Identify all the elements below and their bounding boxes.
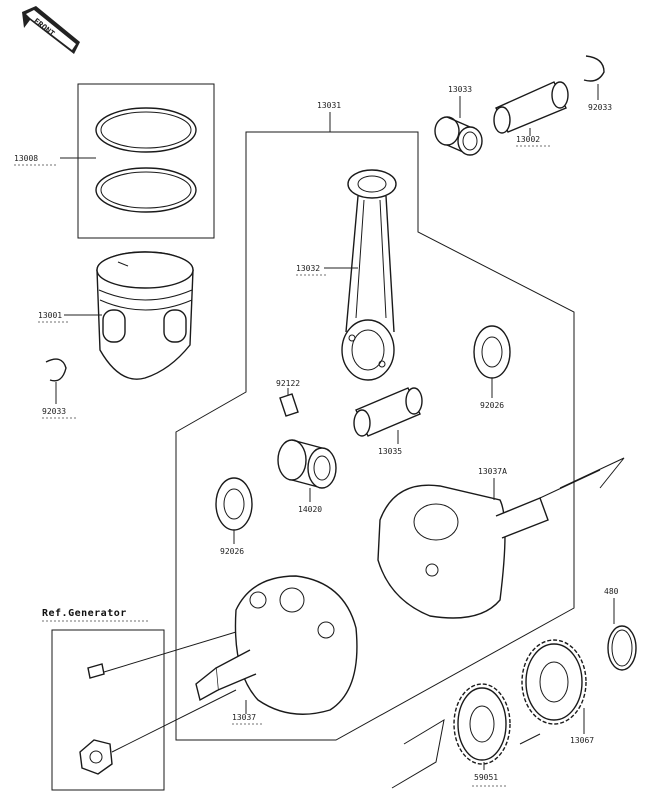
label-14020: 14020 (298, 505, 322, 514)
label-92033-left: 92033 (42, 407, 66, 416)
front-arrow-icon: FRONT (22, 6, 80, 54)
crank-pin (353, 387, 423, 437)
conrod-assembly-outline (175, 131, 575, 741)
label-13031: 13031 (317, 101, 341, 110)
piston-pin (493, 81, 569, 134)
piston-ring-box (77, 83, 215, 239)
flange-nut (79, 739, 113, 775)
label-13037A: 13037A (478, 467, 507, 476)
piston (96, 251, 194, 380)
label-13033: 13033 (448, 85, 472, 94)
label-13035: 13035 (378, 447, 402, 456)
label-13032: 13032 (296, 264, 320, 273)
label-59051: 59051 (474, 773, 498, 782)
label-92033-right: 92033 (588, 103, 612, 112)
gear-59051 (453, 683, 511, 765)
circlip-right (583, 55, 605, 82)
ref-generator-title: Ref.Generator (42, 608, 127, 619)
label-13067: 13067 (570, 736, 594, 745)
label-92122: 92122 (276, 379, 300, 388)
connecting-rod (341, 169, 397, 381)
piston-rings (95, 107, 197, 213)
label-92026-left: 92026 (220, 547, 244, 556)
ref-generator-box (51, 629, 165, 791)
needle-bearing-small-end (434, 116, 483, 156)
crankshaft-right-half (377, 469, 601, 619)
label-92026-right: 92026 (480, 401, 504, 410)
label-13001: 13001 (38, 311, 62, 320)
woodruff-key (87, 663, 105, 679)
thrust-washer-right (473, 325, 511, 379)
label-13037: 13037 (232, 713, 256, 722)
label-13002: 13002 (516, 135, 540, 144)
crank-pin-dowel (279, 393, 299, 417)
label-13008: 13008 (14, 154, 38, 163)
crankshaft-left-half (195, 575, 358, 715)
label-480: 480 (604, 587, 619, 596)
circlip-left (45, 358, 67, 382)
gear-13067 (521, 639, 587, 725)
needle-bearing-big-end (277, 439, 337, 489)
thrust-washer-left (215, 477, 253, 531)
snap-ring (607, 625, 637, 671)
